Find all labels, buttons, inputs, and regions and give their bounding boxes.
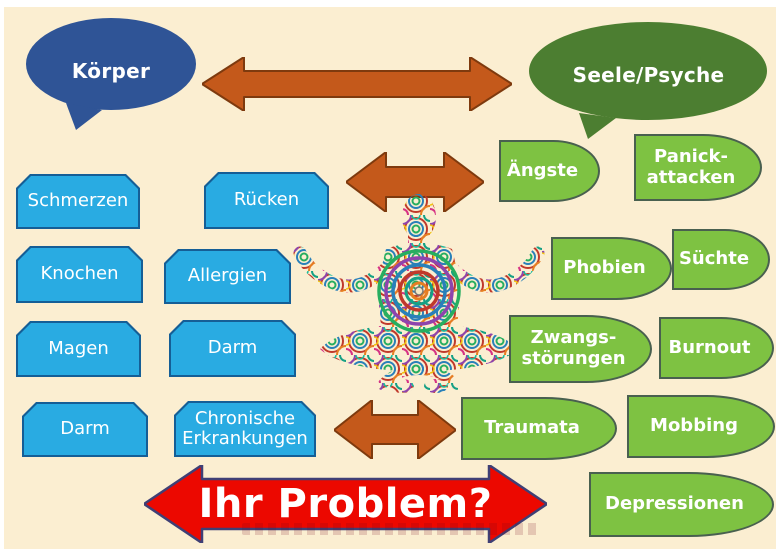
body-box-label: Magen (48, 337, 109, 359)
body-psyche-arrow-middle-icon (346, 152, 484, 212)
psyche-bubble-label: Seele/Psyche (572, 63, 725, 87)
body-box-label: Allergien (187, 265, 268, 287)
psyche-shape-label: Süchte (678, 248, 750, 270)
body-bubble-label: Körper (71, 59, 151, 83)
meditating-person-icon (293, 194, 545, 393)
body-box-label: Darm (60, 418, 110, 440)
body-psyche-arrow-lower-icon (334, 400, 456, 459)
psyche-shape-label: Burnout (668, 336, 751, 358)
body-box-allergien: Allergien (164, 249, 291, 304)
bubble-tail (579, 113, 616, 139)
body-box-darm-2: Darm (22, 402, 148, 457)
psyche-shape-label: Ängste (506, 159, 579, 181)
body-box-magen: Magen (16, 321, 141, 377)
body-box-darm-1: Darm (169, 320, 296, 377)
body-box-ruecken: Rücken (204, 172, 329, 229)
body-box-label: Rücken (233, 189, 300, 211)
body-box-chronische-erkrankungen: Chronische Erkrankungen (174, 401, 316, 457)
body-psyche-arrow-top-icon (202, 57, 512, 111)
body-speech-bubble (26, 18, 196, 130)
psyche-shape-label: Panick-attacken (646, 145, 736, 188)
psyche-shape-panickattacken: Panick-attacken (634, 134, 762, 201)
psyche-shape-label: Depressionen (605, 493, 744, 515)
psyche-shape-depressionen: Depressionen (589, 472, 774, 537)
bubble-tail (66, 103, 102, 130)
psyche-shape-zwangsstoerungen: Zwangs-störungen (509, 315, 652, 383)
watermark-smudge (242, 523, 538, 535)
psyche-shape-suechte: Süchte (672, 229, 770, 290)
psyche-shape-label: Traumata (484, 417, 580, 439)
psyche-shape-label: Zwangs-störungen (521, 327, 626, 369)
problem-banner-label: Ihr Problem? (198, 481, 493, 527)
body-box-label: Darm (207, 337, 258, 359)
problem-arrow-icon (144, 465, 547, 543)
body-box-schmerzen: Schmerzen (16, 174, 140, 229)
psyche-speech-bubble (529, 22, 767, 139)
psyche-shape-mobbing: Mobbing (627, 395, 775, 458)
psyche-shape-label: Phobien (563, 257, 646, 279)
diagram-background: Körper Seele/Psyche (4, 7, 776, 549)
psyche-shape-aengste: Ängste (499, 140, 600, 202)
body-box-label: Knochen (40, 263, 119, 285)
body-box-label: Chronische Erkrankungen (182, 407, 308, 449)
psyche-shape-label: Mobbing (650, 415, 738, 437)
body-box-knochen: Knochen (16, 246, 143, 303)
body-box-label: Schmerzen (27, 190, 129, 212)
psyche-shape-traumata: Traumata (461, 397, 617, 460)
psyche-shape-burnout: Burnout (659, 317, 774, 379)
psyche-shape-phobien: Phobien (551, 237, 672, 300)
